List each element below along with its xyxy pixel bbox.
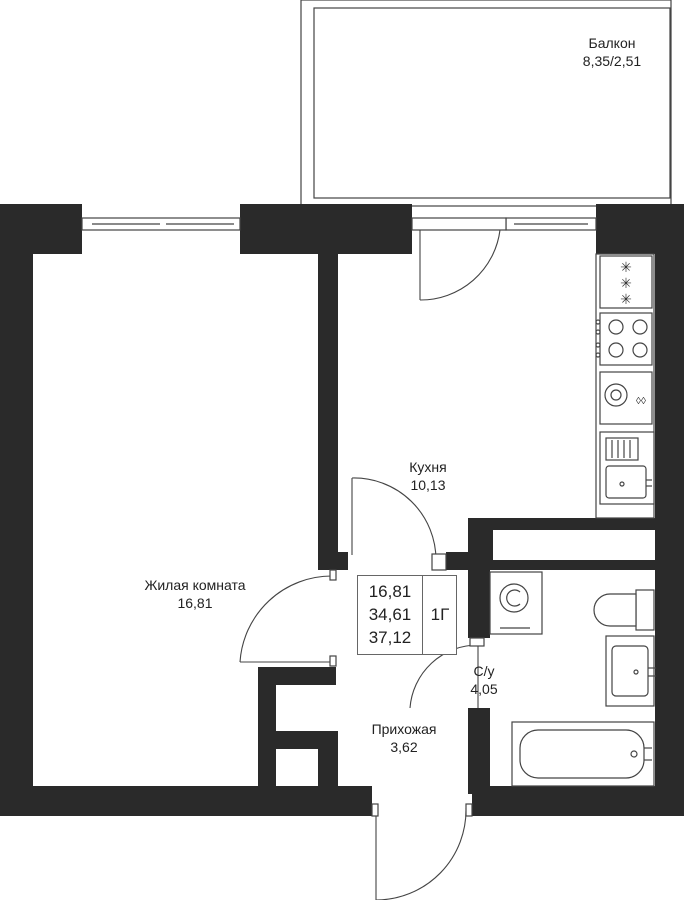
svg-text:✳: ✳	[620, 259, 632, 275]
toilet-icon	[593, 589, 655, 631]
area-summary-box: 16,81 34,61 37,12 1Г	[357, 575, 457, 655]
bathroom-area: 4,05	[470, 681, 498, 697]
total-area-with-balcony-value: 37,12	[368, 628, 412, 647]
kitchen-sink-icon	[599, 431, 655, 505]
hallway-label: Прихожая 3,62	[354, 720, 454, 756]
area-values: 16,81 34,61 37,12	[358, 580, 422, 649]
kitchen-label: Кухня 10,13	[378, 458, 478, 494]
bathroom-door	[409, 637, 485, 709]
bathroom-name: С/у	[473, 663, 495, 679]
living-room-name: Жилая комната	[144, 577, 246, 593]
bathroom-sink-icon	[605, 635, 656, 707]
hallway-area: 3,62	[390, 739, 418, 755]
dishwasher-icon: ◊◊	[599, 371, 653, 425]
hallway-name: Прихожая	[371, 721, 437, 737]
balcony-name: Балкон	[588, 35, 636, 51]
kitchen-door	[351, 477, 447, 571]
living-room-label: Жилая комната 16,81	[120, 576, 270, 612]
interior-walls	[258, 252, 658, 794]
living-room-door	[239, 569, 337, 667]
kitchen-name: Кухня	[409, 459, 447, 475]
living-area-value: 16,81	[368, 582, 412, 601]
stove-icon	[595, 312, 653, 366]
cooktop-icon: ✳ ✳ ✳	[599, 255, 653, 309]
window-living	[81, 217, 241, 231]
total-area-value: 34,61	[368, 605, 412, 624]
svg-text:✳: ✳	[620, 291, 632, 307]
balcony-outline	[300, 0, 672, 207]
bathtub-icon	[511, 721, 655, 787]
svg-text:✳: ✳	[620, 275, 632, 291]
kitchen-area: 10,13	[410, 477, 446, 493]
washing-machine-icon	[489, 571, 543, 635]
summary-divider	[422, 576, 423, 654]
svg-text:◊◊: ◊◊	[636, 396, 646, 407]
living-room-area: 16,81	[177, 595, 213, 611]
apartment-type: 1Г	[430, 605, 450, 624]
outer-walls	[0, 204, 684, 816]
balcony-area: 8,35/2,51	[582, 53, 642, 69]
balcony-label: Балкон 8,35/2,51	[562, 34, 662, 70]
balcony-door	[411, 217, 507, 301]
bathroom-label: С/у 4,05	[452, 662, 516, 698]
entrance-door	[371, 803, 473, 900]
window-kitchen	[505, 217, 597, 231]
